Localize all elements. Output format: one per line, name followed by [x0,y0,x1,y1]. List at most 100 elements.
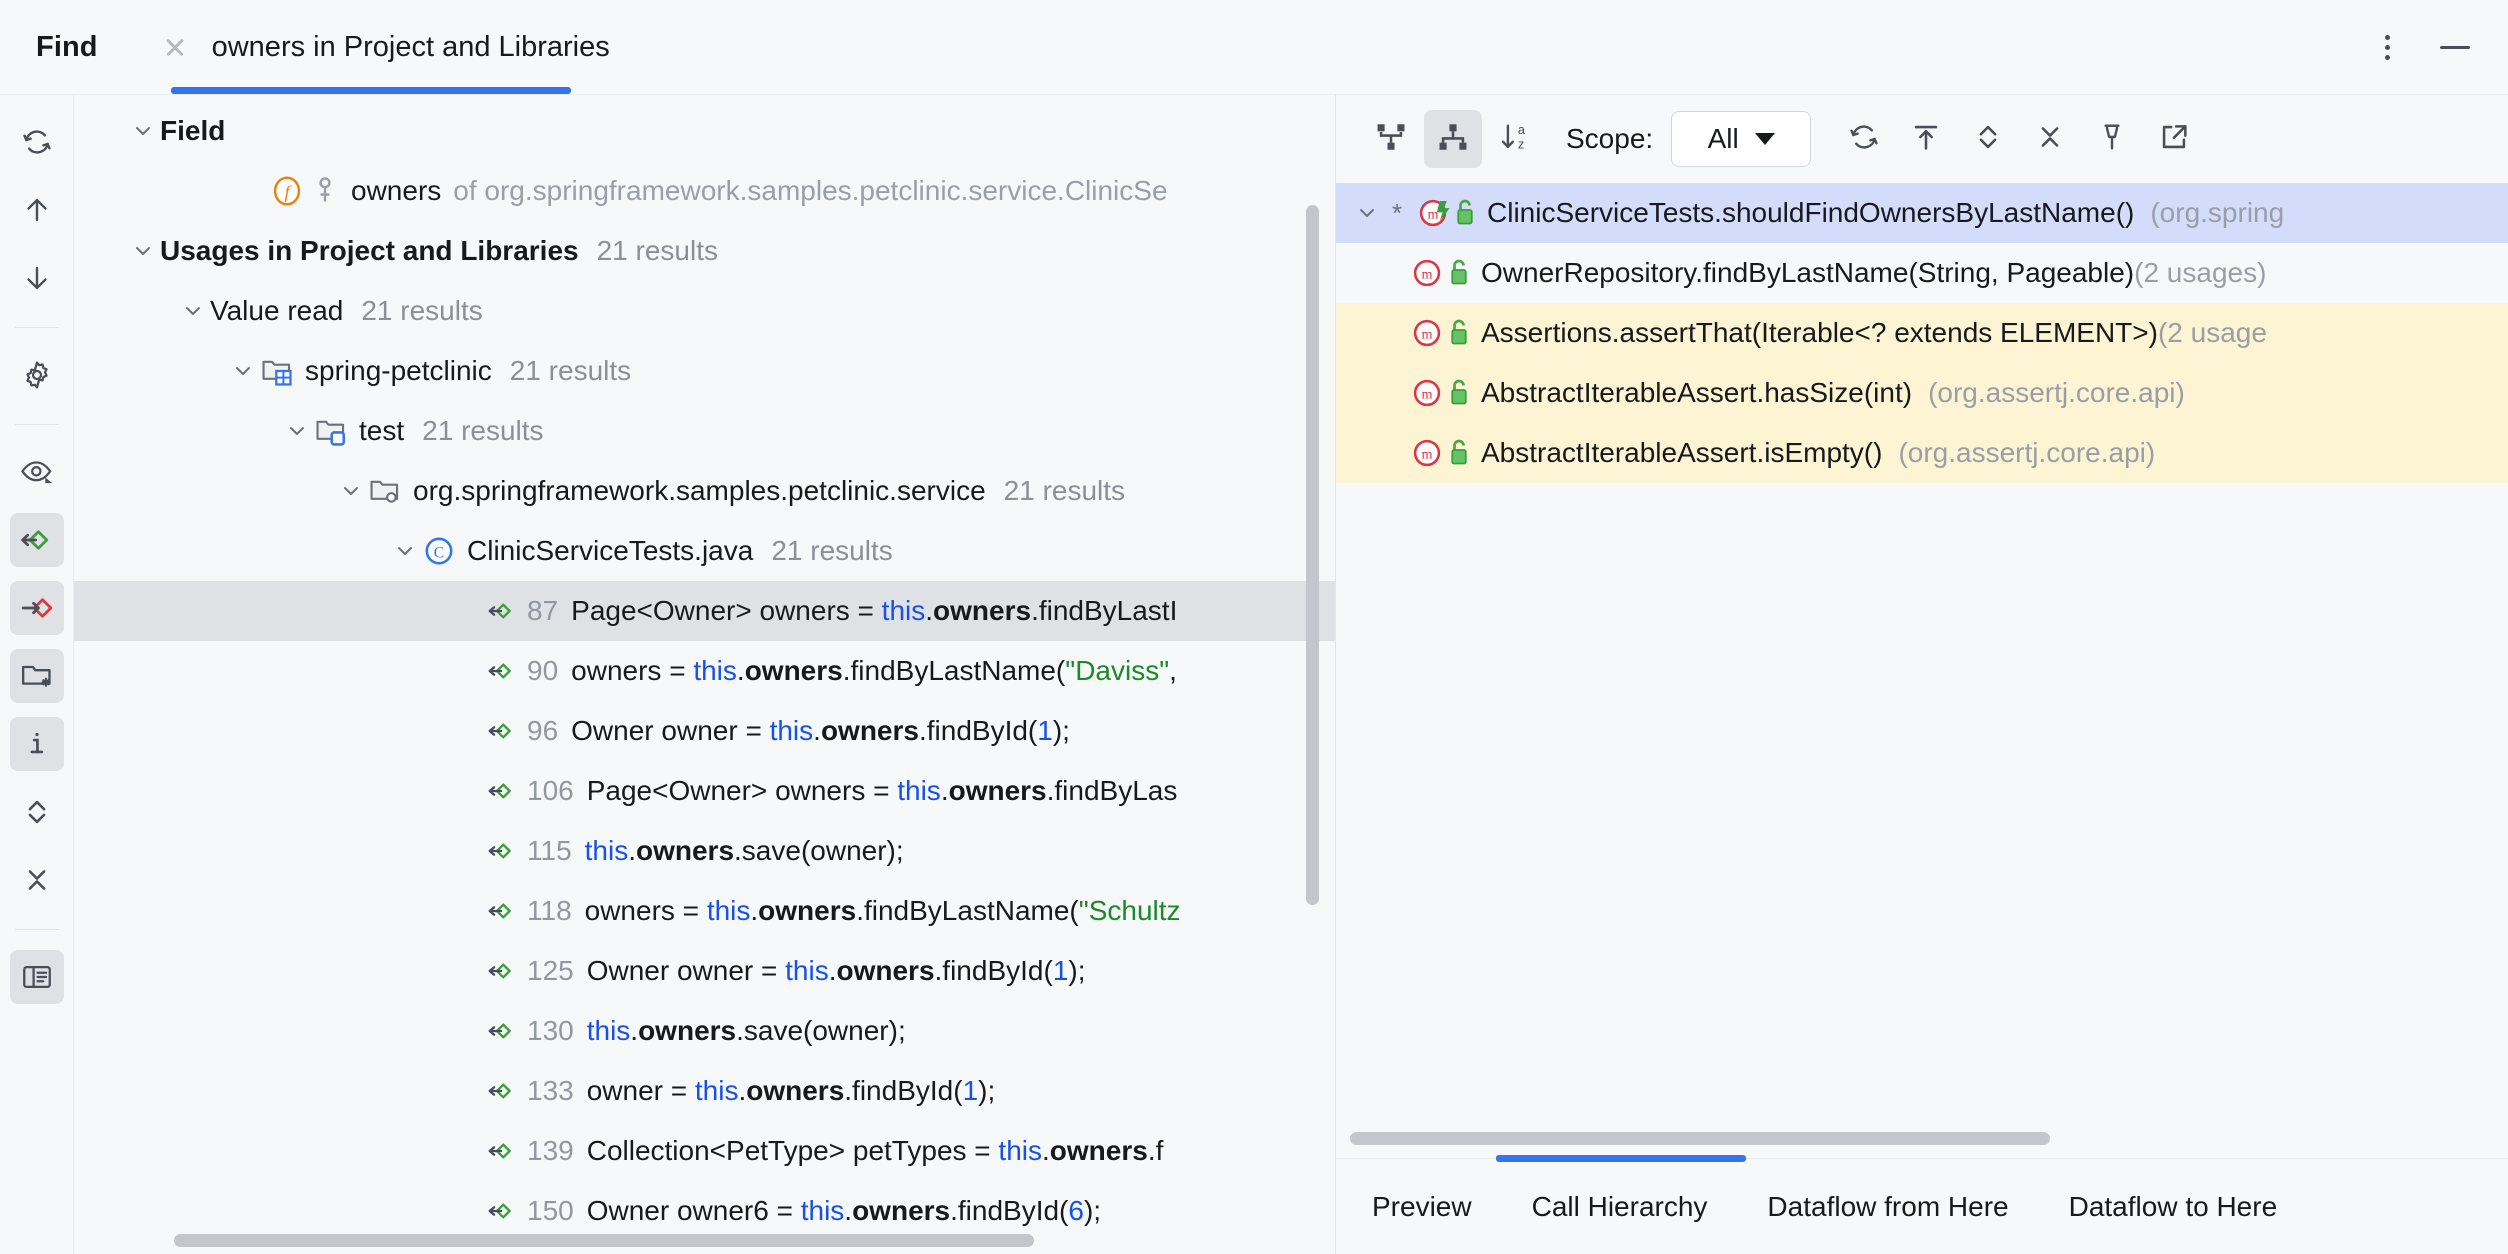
expand-all-button[interactable] [10,785,64,839]
chevron-down-icon[interactable] [1350,201,1384,225]
tab-preview[interactable]: Preview [1372,1159,1472,1254]
tool-window-title: Find [36,30,98,63]
previous-occurrence-button[interactable] [10,183,64,237]
method-icon: m [1410,376,1444,410]
callee-hierarchy-button[interactable] [1362,110,1420,168]
find-tab-label: owners in Project and Libraries [211,30,610,63]
tree-node-field-entry[interactable]: f owners of org.springframework.samples.… [74,161,1335,221]
settings-button[interactable] [10,348,64,402]
refresh-icon [1847,120,1881,159]
pin-tab-button[interactable] [2083,110,2141,168]
results-horizontal-scrollbar-thumb[interactable] [174,1234,1034,1247]
chevron-down-icon[interactable] [126,239,160,263]
arrow-up-icon [20,193,54,227]
tab-preview-label: Preview [1372,1190,1472,1222]
open-in-new-window-icon [2157,120,2191,159]
caller-hierarchy-button[interactable] [1424,110,1482,168]
tree-node-package[interactable]: org.springframework.samples.petclinic.se… [74,461,1335,521]
collapse-all-button[interactable] [10,853,64,907]
export-to-textfile-button[interactable] [1897,110,1955,168]
chevron-down-icon[interactable] [176,299,210,323]
refresh-hierarchy-button[interactable] [1835,110,1893,168]
results-vertical-scrollbar[interactable] [1306,205,1319,905]
chevron-down-icon[interactable] [226,359,260,383]
field-entry-detail: of org.springframework.samples.petclinic… [453,175,1168,206]
tree-node-value-read[interactable]: Value read 21 results [74,281,1335,341]
tree-node-file-count: 21 results [771,535,893,566]
scope-select[interactable]: All [1671,111,1812,167]
collapse-all-button[interactable] [2021,110,2079,168]
hierarchy-node-label: AbstractIterableAssert.hasSize(int) [1481,377,1913,408]
group-by-file-structure-button[interactable] [9,649,64,703]
read-access-icon [486,716,516,746]
tree-node-module[interactable]: spring-petclinic 21 results [74,341,1335,401]
rerun-search-button[interactable] [10,115,64,169]
tree-node-file[interactable]: C ClinicServiceTests.java 21 results [74,521,1335,581]
tree-node-source-root[interactable]: test 21 results [74,401,1335,461]
show-usage-info-button[interactable] [9,717,64,771]
occurrence-line-number: 106 [527,775,574,806]
open-in-new-window-button[interactable] [2145,110,2203,168]
rail-divider-2 [14,424,59,425]
caller-hierarchy-icon [1436,120,1470,159]
chevron-down-icon[interactable] [334,479,368,503]
tree-node-value-read-count: 21 results [361,295,483,326]
chevron-down-icon[interactable] [126,119,160,143]
tree-node-usages[interactable]: Usages in Project and Libraries 21 resul… [74,221,1335,281]
call-hierarchy-panel: a z Scope: All [1336,95,2508,1254]
svg-text:C: C [434,544,444,561]
tab-dataflow-to-here-label: Dataflow to Here [2068,1190,2278,1222]
chevron-down-icon[interactable] [388,539,422,563]
close-icon[interactable] [160,32,190,62]
expand-all-icon [20,795,54,829]
next-occurrence-button[interactable] [10,251,64,305]
read-access-icon [19,522,55,558]
read-access-icon [486,1076,516,1106]
window-actions [2360,0,2482,95]
more-options-icon[interactable] [2360,21,2414,75]
show-read-access-button[interactable] [9,513,64,567]
tree-node-field[interactable]: Field [74,101,1335,161]
minimize-icon[interactable] [2428,21,2482,75]
find-tab[interactable]: owners in Project and Libraries [160,0,634,95]
tab-dataflow-from-here[interactable]: Dataflow from Here [1767,1159,2008,1254]
folder-star-icon [19,658,55,694]
tree-node-source-root-count: 21 results [422,415,544,446]
sort-alphabetically-icon: a z [1498,120,1532,159]
toggle-preview-panel-button[interactable] [9,950,64,1004]
tab-dataflow-to-here[interactable]: Dataflow to Here [2069,1159,2278,1254]
tab-call-hierarchy[interactable]: Call Hierarchy [1532,1159,1708,1254]
show-write-access-button[interactable] [9,581,64,635]
svg-text:m: m [1421,447,1432,463]
results-horizontal-scrollbar[interactable] [74,1226,1335,1254]
sort-alphabetically-button[interactable]: a z [1486,110,1544,168]
occurrence-code: Owner owner = this.owners.findById(1); [586,955,1086,986]
chevron-down-icon[interactable] [280,419,314,443]
hierarchy-horizontal-scrollbar-thumb[interactable] [1350,1132,2050,1145]
usages-tree[interactable]: Field f owners of org [74,95,1335,1254]
expand-all-button[interactable] [1959,110,2017,168]
occurrence-code: owners = this.owners.findByLastName("Dav… [571,655,1177,686]
pin-tab-icon [2095,120,2129,159]
hierarchy-horizontal-scrollbar[interactable] [1336,1124,2508,1158]
public-icon [1448,438,1470,468]
preview-usages-button[interactable] [10,445,64,499]
chevron-down-icon [1754,133,1775,145]
